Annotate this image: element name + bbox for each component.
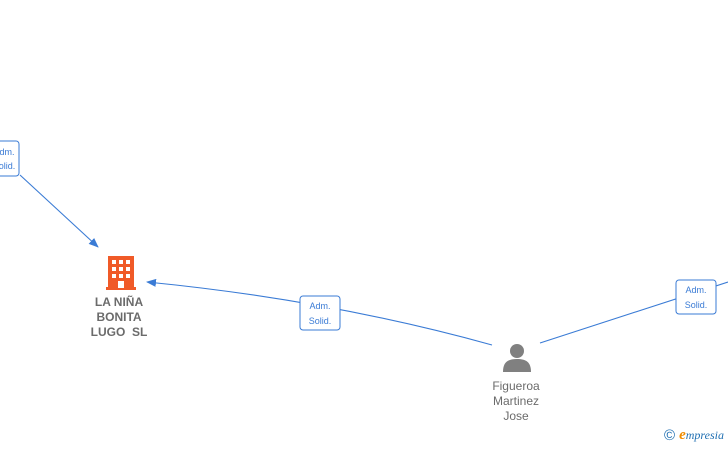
edge-label-middle[interactable]: Adm. Solid.: [299, 295, 341, 331]
edge-label-line: Adm.: [685, 285, 706, 295]
person-node-label[interactable]: Figueroa Martinez Jose: [466, 379, 566, 424]
brand-e-letter: e: [679, 427, 686, 443]
company-label-line: LUGO SL: [90, 325, 148, 339]
edge-label-line: Solid.: [309, 316, 332, 326]
edge-label-line: Solid.: [685, 300, 708, 310]
edge-label-line: Adm.: [309, 301, 330, 311]
brand-logo: ©empresia: [664, 427, 724, 444]
brand-name: mpresia: [685, 428, 724, 442]
person-label-line: Martinez: [492, 394, 539, 408]
person-label-line: Figueroa: [492, 379, 540, 393]
edge-line-left: [19, 174, 99, 248]
person-label-line: Jose: [503, 409, 529, 423]
company-label-line: LA NIÑA: [94, 295, 144, 309]
copyright-symbol: ©: [664, 427, 676, 444]
company-node-label[interactable]: LA NIÑA BONITA LUGO SL: [70, 295, 168, 340]
edge-label-line: Adm.: [0, 147, 15, 157]
edge-label-line: Solid.: [0, 161, 15, 171]
edge-label-right[interactable]: Adm. Solid.: [675, 279, 717, 315]
company-label-line: BONITA: [96, 310, 142, 324]
building-icon[interactable]: [106, 256, 136, 290]
person-icon[interactable]: [503, 344, 531, 372]
edge-label-left[interactable]: Adm. Solid.: [0, 140, 20, 177]
